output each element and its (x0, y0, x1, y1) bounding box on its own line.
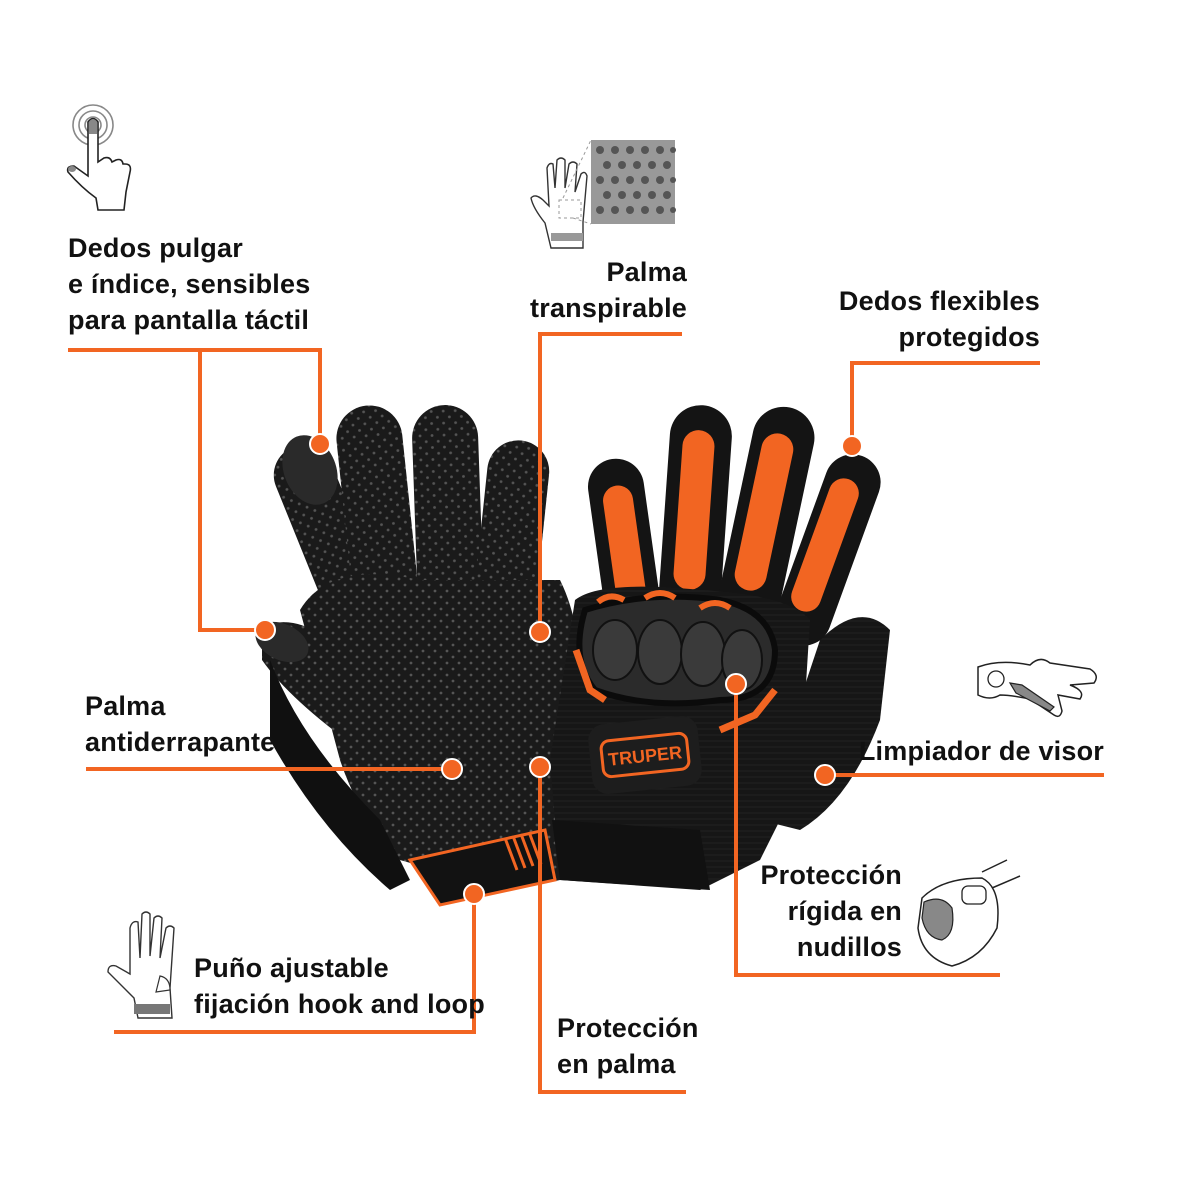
callout-breathable-palm-label: Palma transpirable (530, 257, 687, 323)
marker-dot-thumb-tip (254, 619, 276, 641)
visor-wiper-glove-icon (977, 658, 1097, 718)
callout-palm-protection-label: Protección en palma (557, 1013, 699, 1079)
left-glove-palm (255, 405, 583, 907)
marker-dot-flexible-fingers (841, 435, 863, 457)
touchscreen-finger-icon (66, 104, 132, 211)
marker-dot-cuff (463, 883, 485, 905)
callout-touchscreen-label: Dedos pulgar e índice, sensibles para pa… (68, 233, 311, 335)
marker-dot-palm-protection (529, 756, 551, 778)
callout-adjustable-cuff-label: Puño ajustable fijación hook and loop (194, 953, 485, 1019)
marker-dot-index-tip (309, 433, 331, 455)
perforated-palm-icon (530, 139, 676, 249)
cuff-strap-glove-icon (107, 911, 175, 1019)
right-glove-back: TRUPER (550, 405, 890, 890)
callout-anti-slip-palm-label: Palma antiderrapante (85, 691, 276, 757)
marker-dot-visor-wiper (814, 764, 836, 786)
marker-dot-anti-slip (441, 758, 463, 780)
marker-dot-knuckle (725, 673, 747, 695)
knuckle-fist-icon (917, 859, 1021, 967)
callout-knuckle-protection-label: Protección rígida en nudillos (760, 860, 902, 962)
callout-visor-wiper-label: Limpiador de visor (858, 736, 1104, 766)
callout-flexible-fingers-label: Dedos flexibles protegidos (838, 286, 1040, 352)
marker-dot-breathable-palm (529, 621, 551, 643)
